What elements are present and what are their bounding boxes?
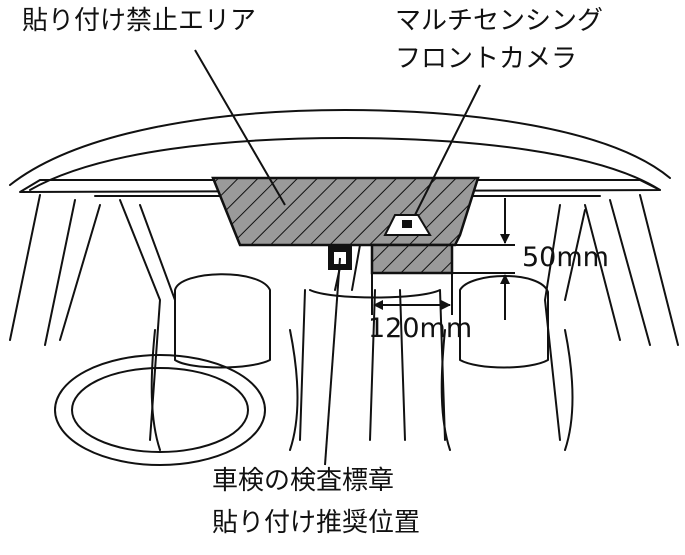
- left-visor: [119, 199, 176, 441]
- seat-right: [440, 329, 574, 451]
- camera-label-line2: フロントカメラ: [395, 44, 578, 74]
- sticker-label-line2: 貼り付け推奨位置: [212, 508, 421, 538]
- camera-lens: [402, 220, 412, 228]
- headrest-left: [174, 273, 271, 369]
- no-stick-area: [211, 176, 480, 247]
- right-visor: [544, 204, 586, 441]
- dim-width-label: 120mm: [368, 313, 473, 344]
- leader-camera: [414, 84, 481, 216]
- steering-wheel: [54, 354, 266, 466]
- sticker-area: [370, 243, 454, 275]
- sticker-label-line1: 車検の検査標章: [212, 466, 395, 496]
- no-stick-area-label: 貼り付け禁止エリア: [22, 6, 257, 36]
- rear-window: [299, 289, 446, 441]
- roof-outline: [9, 109, 671, 186]
- leader-sticker: [324, 257, 341, 466]
- headrest-right: [459, 275, 549, 369]
- seat-left: [150, 329, 299, 451]
- a-pillar-right: [584, 194, 679, 346]
- dim-height-label: 50mm: [522, 242, 609, 273]
- center-post: [369, 289, 406, 441]
- steering-wheel-inner: [71, 367, 249, 453]
- camera-label-line1: マルチセンシング: [395, 6, 604, 36]
- leader-no-stick-area: [194, 49, 286, 206]
- roof-inner-line: [29, 137, 661, 191]
- a-pillar-left: [9, 194, 101, 346]
